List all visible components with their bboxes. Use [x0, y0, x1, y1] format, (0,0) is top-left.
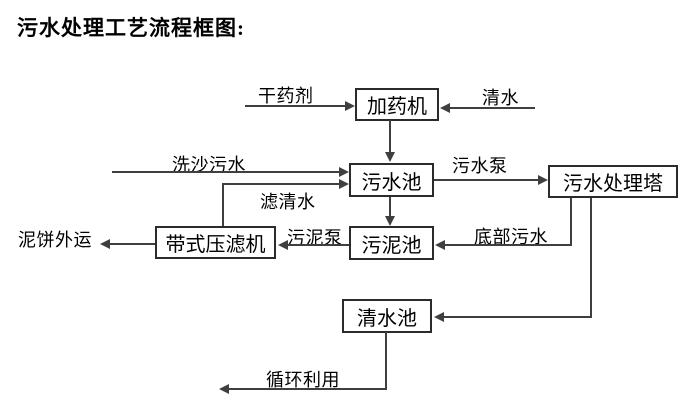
node-dosing-machine: 加药机 [355, 88, 439, 121]
edge-sand-washing-arrowhead-icon [339, 167, 349, 177]
node-sludge-pool: 污泥池 [349, 226, 434, 260]
edge-sewage-to-sludge-arrowhead-icon [385, 216, 395, 226]
label-sewage-pump: 污水泵 [452, 156, 508, 176]
edge-bottom-sewage-arrowhead-icon [435, 240, 445, 250]
edge-filtered-water-vline [222, 184, 224, 226]
edge-clear-water-line [450, 107, 535, 109]
edge-bottom-sewage-vline [570, 198, 572, 246]
page-title: 污水处理工艺流程框图: [17, 16, 245, 40]
label-sand-washing-sewage: 洗沙污水 [172, 155, 246, 175]
edge-sewage-to-sludge-line [389, 197, 391, 216]
edge-sewage-pump-arrowhead-icon [538, 175, 548, 185]
edge-recycle-line [229, 388, 387, 390]
edge-sewage-pump-line [434, 179, 538, 181]
edge-dosing-to-sewage-arrowhead-icon [385, 152, 395, 162]
node-treatment-tower: 污水处理塔 [548, 165, 678, 198]
edge-dosing-to-sewage-line [389, 120, 391, 152]
edge-tower-to-clear-line [444, 316, 592, 318]
label-bottom-sewage: 底部污水 [474, 227, 548, 247]
edge-tower-to-clear-arrowhead-icon [434, 312, 444, 322]
edge-mud-cake-line [110, 243, 155, 245]
edge-bottom-sewage-line [445, 244, 572, 246]
edge-tower-to-clear-vline [590, 198, 592, 318]
label-sludge-pump: 污泥泵 [287, 228, 343, 248]
edge-recycle-vline [385, 332, 387, 389]
edge-recycle-arrowhead-icon [219, 384, 229, 394]
label-clear-water: 清水 [482, 88, 519, 108]
label-filtered-water: 滤清水 [260, 192, 316, 212]
node-belt-filter-press: 带式压滤机 [155, 226, 276, 259]
edge-sludge-pump-line [288, 244, 349, 246]
edge-filtered-water-arrowhead-icon [339, 179, 349, 189]
edge-dry-chemical-line [245, 105, 345, 107]
edge-sand-washing-line [112, 171, 339, 173]
edge-mud-cake-arrowhead-icon [100, 239, 110, 249]
label-dry-chemical: 干药剂 [258, 86, 314, 106]
edge-dry-chemical-arrowhead-icon [345, 101, 355, 111]
edge-filtered-water-line [222, 183, 339, 185]
node-sewage-pool: 污水池 [349, 163, 434, 197]
label-recycle: 循环利用 [266, 370, 340, 390]
edge-sludge-pump-arrowhead-icon [278, 240, 288, 250]
edge-clear-water-arrowhead-icon [440, 103, 450, 113]
label-mud-cake-out: 泥饼外运 [18, 230, 92, 250]
node-clear-water-pool: 清水池 [342, 299, 432, 333]
